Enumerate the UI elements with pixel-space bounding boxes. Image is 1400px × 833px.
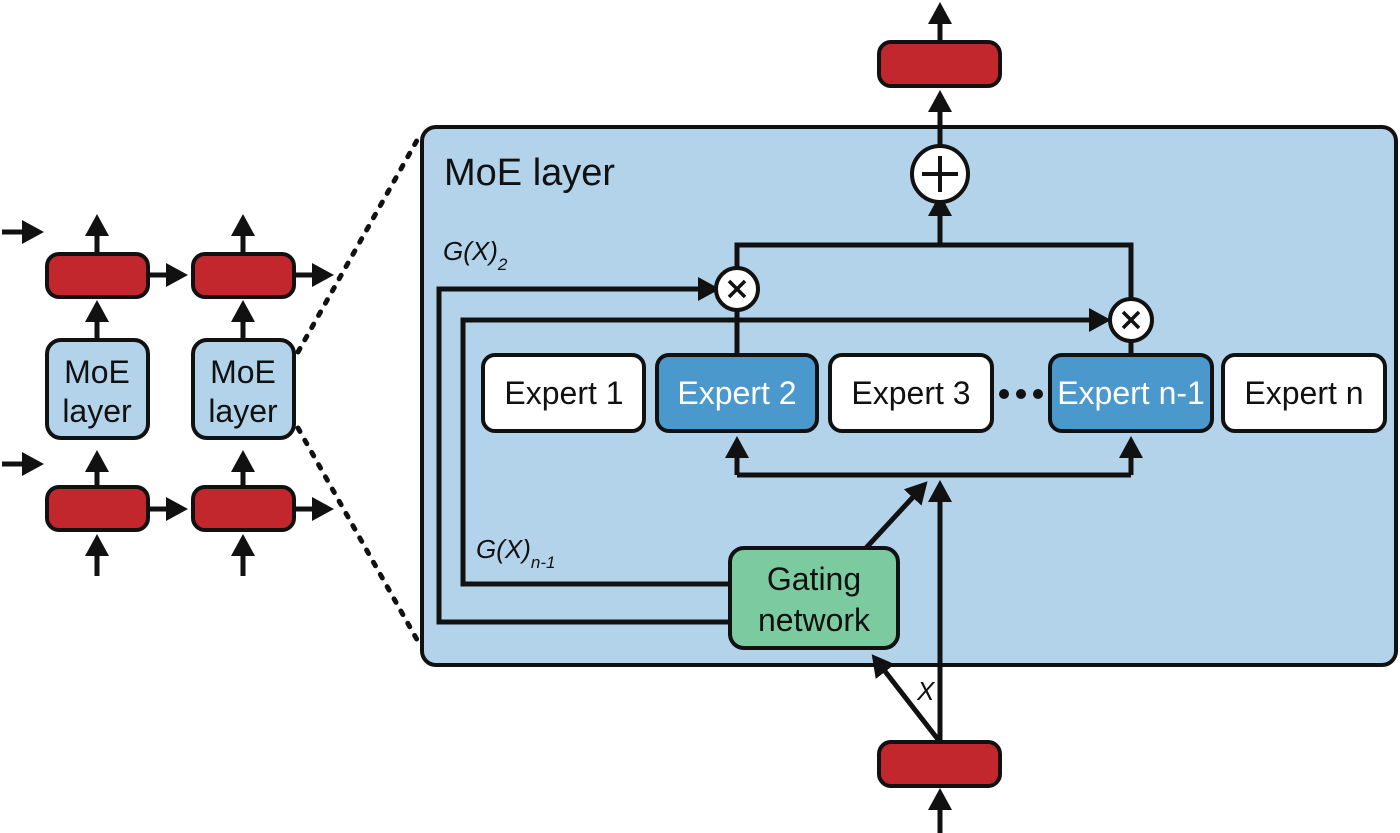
- zoom-line-top: [295, 132, 423, 355]
- output-token-box: [877, 40, 1002, 88]
- mini-moe-label-line1: MoE: [210, 354, 276, 390]
- mini-stack: [2, 214, 334, 576]
- token-box: [191, 252, 296, 299]
- gate-label-n1: G(X)n-1: [476, 534, 555, 572]
- input-to-gating-arrow: [871, 654, 942, 744]
- gating-label-line2: network: [758, 602, 871, 638]
- times-icon: [1121, 310, 1141, 330]
- expert-1: Expert 1: [481, 353, 646, 433]
- mini-moe-layer-box: [45, 338, 150, 440]
- expert-2: Expert 2: [655, 353, 819, 433]
- token-box: [191, 485, 296, 532]
- gating-label-line1: Gating: [767, 561, 861, 597]
- expert-3: Expert 3: [828, 353, 994, 433]
- token-box: [45, 485, 150, 532]
- mini-moe-label-line2: layer: [62, 393, 132, 429]
- mini-moe-label-line2: layer: [208, 393, 278, 429]
- expert-label: Expert 3: [851, 375, 970, 411]
- input-token-box: [877, 740, 1002, 788]
- zoom-line-bottom: [295, 425, 423, 648]
- expert-n: Expert n: [1221, 353, 1387, 433]
- mini-moe-layer-box: [191, 338, 296, 440]
- token-box: [45, 252, 150, 299]
- expert-n-minus-1: Expert n-1: [1048, 353, 1214, 433]
- gating-network: Gating network: [728, 546, 900, 650]
- mini-moe-label-line1: MoE: [64, 354, 130, 390]
- sum-node: [910, 144, 970, 204]
- ellipsis-dots: [999, 389, 1043, 399]
- expert-label: Expert 1: [504, 375, 623, 411]
- multiply-node-expertn1: [1108, 297, 1154, 343]
- gating-to-bus-arrow: [864, 481, 928, 550]
- multiply-node-expert2: [714, 266, 760, 312]
- expert-label: Expert n: [1244, 375, 1363, 411]
- expert-label: Expert 2: [677, 375, 796, 411]
- gate-label-2: G(X)2: [443, 236, 508, 274]
- moe-layer-title: MoE layer: [444, 152, 615, 194]
- connections: [436, 2, 1143, 833]
- combine-bar: [734, 242, 1134, 298]
- gate-weight-line-n1: [460, 308, 1111, 587]
- gate-weight-line-2: [436, 277, 730, 625]
- input-x-label: X: [916, 676, 936, 706]
- expert-label: Expert n-1: [1057, 375, 1205, 411]
- times-icon: [727, 279, 747, 299]
